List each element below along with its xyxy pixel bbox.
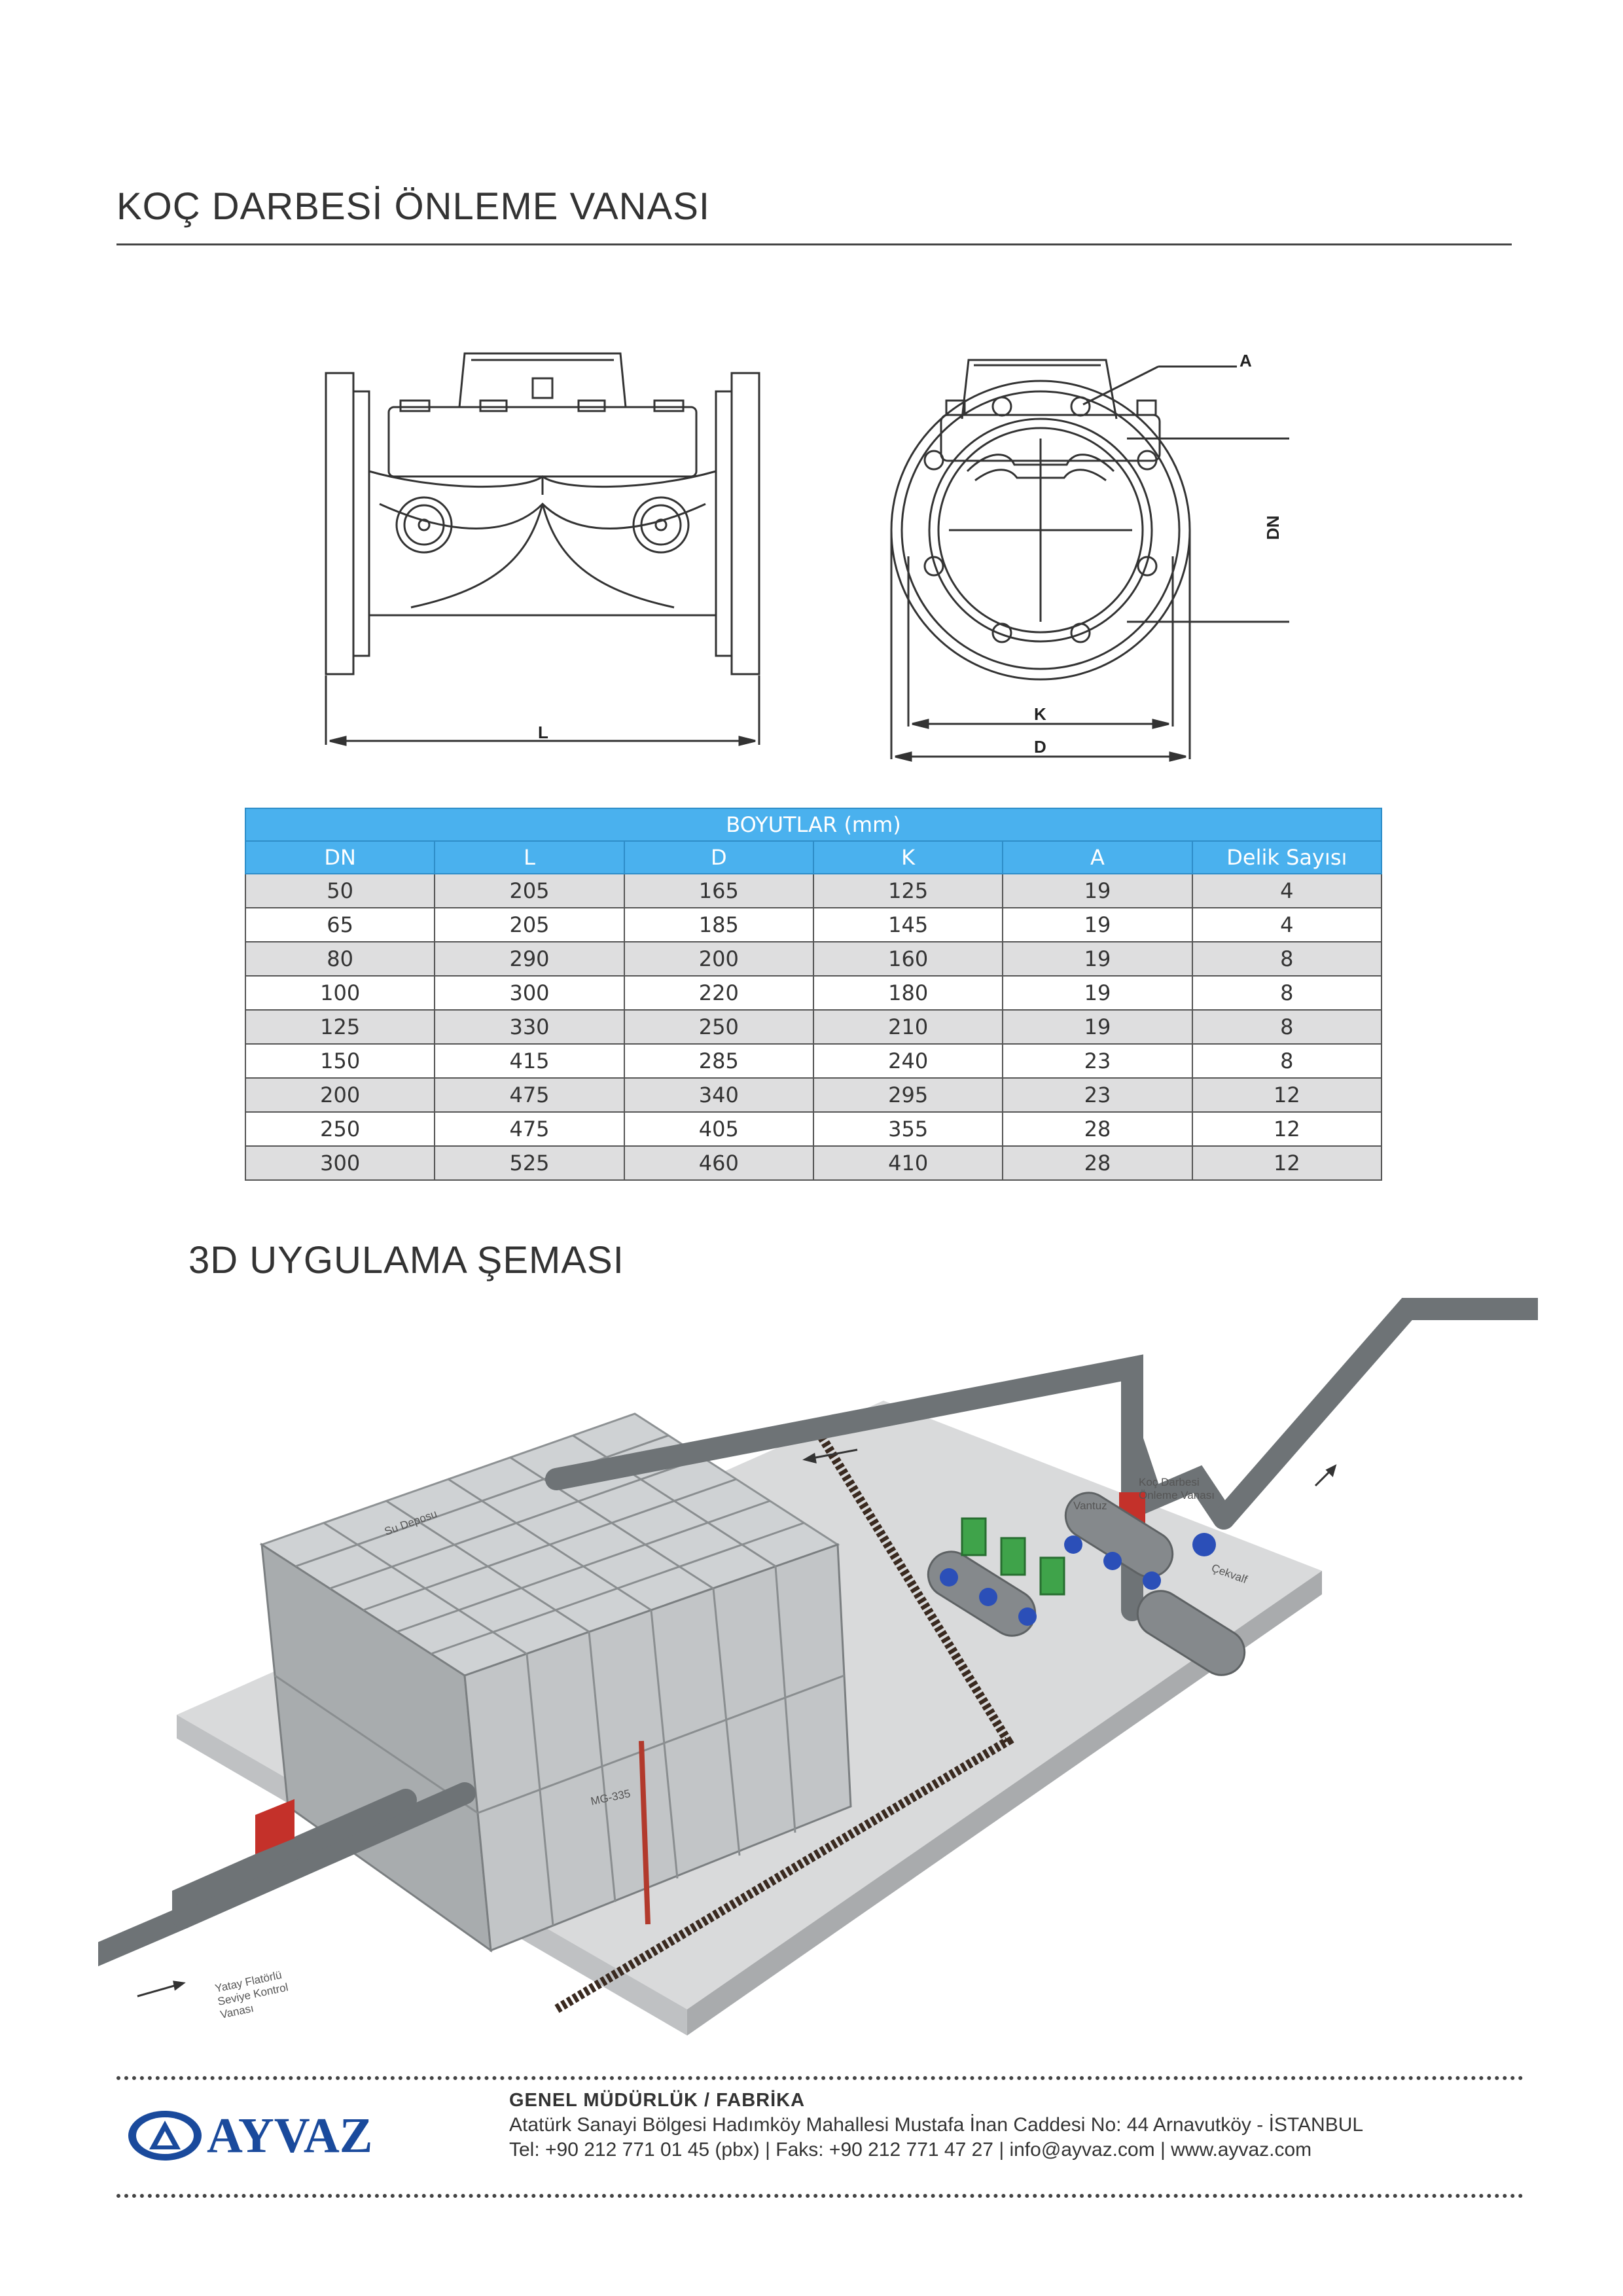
dim-label-a: A: [1240, 351, 1252, 370]
table-cell: 80: [244, 941, 436, 977]
table-cell: 23: [1002, 1077, 1193, 1113]
table-cell: 475: [434, 1111, 625, 1147]
table-cell: 250: [623, 1009, 814, 1045]
table-cell: 340: [623, 1077, 814, 1113]
footer-divider-bottom: [116, 2194, 1524, 2198]
table-cell: 290: [434, 941, 625, 977]
table-cell: 4: [1191, 873, 1383, 908]
table-cell: 100: [244, 975, 436, 1011]
label-vent: Vantuz: [1073, 1499, 1107, 1512]
application-scheme-illustration: Su Deposu Koç Darbesi Önleme Vanası Vant…: [98, 1298, 1538, 2036]
table-cell: 8: [1191, 941, 1383, 977]
column-header: K: [812, 840, 1004, 874]
table-cell: 160: [812, 941, 1004, 977]
table-cell: 19: [1002, 975, 1193, 1011]
table-cell: 19: [1002, 873, 1193, 908]
table-cell: 205: [434, 907, 625, 942]
table-cell: 50: [244, 873, 436, 908]
page-title: KOÇ DARBESİ ÖNLEME VANASI: [116, 185, 711, 228]
footer-address: GENEL MÜDÜRLÜK / FABRİKA Atatürk Sanayi …: [509, 2088, 1363, 2162]
table-cell: 150: [244, 1043, 436, 1079]
table-cell: 300: [244, 1145, 436, 1181]
table-cell: 330: [434, 1009, 625, 1045]
ayvaz-logo: AYVAZ: [126, 2106, 466, 2168]
dimensions-table: BOYUTLAR (mm) DN L D K A Delik Sayısı 50…: [244, 808, 1383, 1181]
table-cell: 23: [1002, 1043, 1193, 1079]
table-cell: 210: [812, 1009, 1004, 1045]
table-cell: 405: [623, 1111, 814, 1147]
table-cell: 525: [434, 1145, 625, 1181]
valve-technical-drawing: L K D A DN: [325, 351, 1289, 762]
table-cell: 12: [1191, 1077, 1383, 1113]
table-cell: 240: [812, 1043, 1004, 1079]
table-cell: 185: [623, 907, 814, 942]
table-cell: 220: [623, 975, 814, 1011]
table-cell: 250: [244, 1111, 436, 1147]
table-cell: 8: [1191, 975, 1383, 1011]
footer-contact-line: Tel: +90 212 771 01 45 (pbx) | Faks: +90…: [509, 2139, 1312, 2161]
dim-label-l: L: [538, 723, 548, 742]
dim-label-k: K: [1034, 704, 1046, 724]
column-header: DN: [244, 840, 436, 874]
table-cell: 28: [1002, 1111, 1193, 1147]
table-cell: 355: [812, 1111, 1004, 1147]
table-caption: BOYUTLAR (mm): [245, 808, 1382, 842]
column-header: L: [434, 840, 625, 874]
table-cell: 200: [623, 941, 814, 977]
dim-label-dn: DN: [1263, 515, 1283, 540]
table-cell: 165: [623, 873, 814, 908]
label-valve-line2: Önleme Vanası: [1139, 1489, 1215, 1501]
table-cell: 8: [1191, 1043, 1383, 1079]
table-cell: 19: [1002, 941, 1193, 977]
dim-label-d: D: [1034, 737, 1046, 757]
table-cell: 475: [434, 1077, 625, 1113]
table-cell: 12: [1191, 1145, 1383, 1181]
table-cell: 410: [812, 1145, 1004, 1181]
title-rule: [116, 243, 1512, 245]
column-header: A: [1002, 840, 1193, 874]
table-cell: 8: [1191, 1009, 1383, 1045]
table-cell: 125: [244, 1009, 436, 1045]
footer-address-line: Atatürk Sanayi Bölgesi Hadımköy Mahalles…: [509, 2114, 1364, 2136]
section-title: 3D UYGULAMA ŞEMASI: [188, 1239, 624, 1282]
table-cell: 295: [812, 1077, 1004, 1113]
footer-divider-top: [116, 2076, 1524, 2080]
table-cell: 460: [623, 1145, 814, 1181]
table-cell: 65: [244, 907, 436, 942]
table-cell: 180: [812, 975, 1004, 1011]
table-cell: 205: [434, 873, 625, 908]
column-header: D: [623, 840, 814, 874]
table-cell: 12: [1191, 1111, 1383, 1147]
label-valve-line1: Koç Darbesi: [1139, 1476, 1200, 1488]
table-cell: 145: [812, 907, 1004, 942]
table-cell: 19: [1002, 907, 1193, 942]
table-cell: 28: [1002, 1145, 1193, 1181]
table-cell: 300: [434, 975, 625, 1011]
brand-wordmark: AYVAZ: [207, 2108, 372, 2163]
column-header: Delik Sayısı: [1191, 840, 1383, 874]
table-cell: 125: [812, 873, 1004, 908]
table-cell: 200: [244, 1077, 436, 1113]
table-cell: 4: [1191, 907, 1383, 942]
table-cell: 19: [1002, 1009, 1193, 1045]
table-cell: 285: [623, 1043, 814, 1079]
table-cell: 415: [434, 1043, 625, 1079]
footer-heading: GENEL MÜDÜRLÜK / FABRİKA: [509, 2090, 806, 2111]
